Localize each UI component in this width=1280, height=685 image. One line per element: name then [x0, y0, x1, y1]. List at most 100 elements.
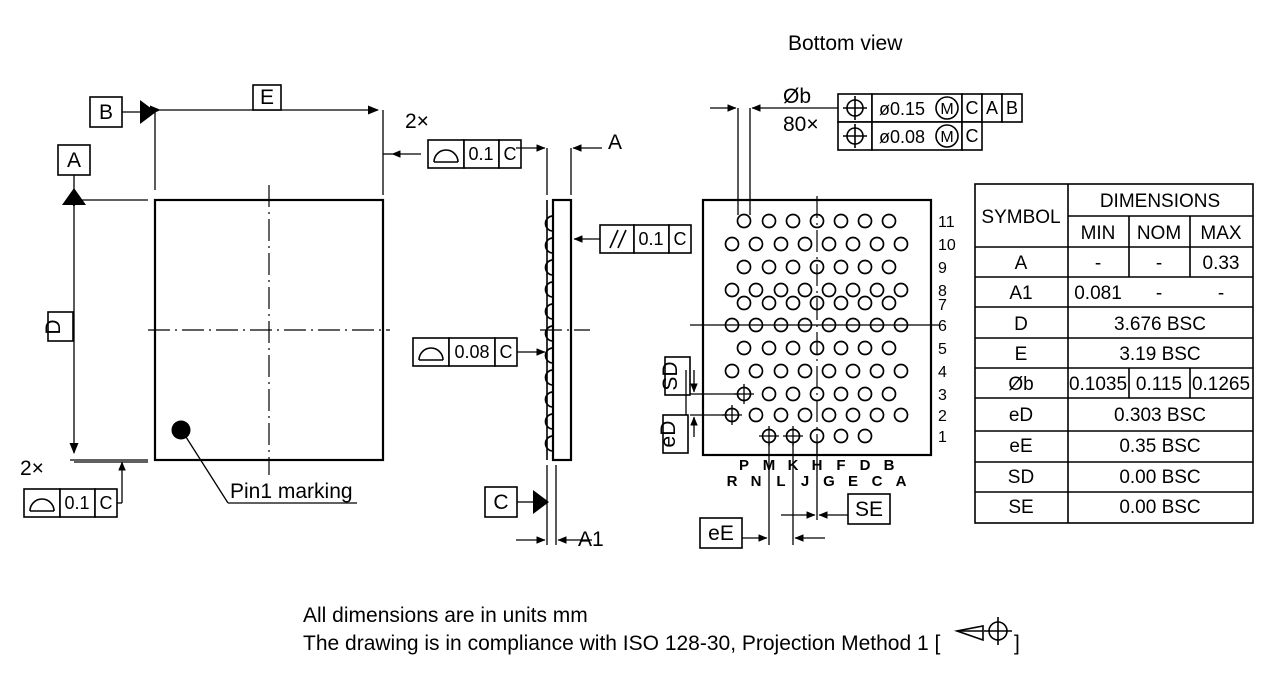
- ball: [797, 317, 813, 333]
- pin1-leader-line: [185, 436, 229, 504]
- ball: [724, 363, 740, 379]
- ball: [773, 407, 789, 423]
- col-label: D: [860, 457, 871, 474]
- profile-surface-icon-2: [29, 498, 55, 512]
- ball: [869, 363, 885, 379]
- mmc-modifier-circle-2: [935, 124, 959, 148]
- ball: [809, 386, 825, 402]
- ball: [761, 213, 777, 229]
- row-label: 3: [938, 387, 947, 404]
- ball: [833, 340, 849, 356]
- side-ball: [544, 413, 554, 430]
- fcf-profile-top-symbol-cell: [427, 139, 465, 169]
- ball-target-r1-b: [783, 426, 803, 446]
- bottom-view-title: Bottom view: [788, 32, 903, 55]
- side-ball: [544, 237, 554, 254]
- projection-cone: [953, 625, 984, 642]
- fcf-profile-bottom-datum: C: [100, 493, 113, 513]
- side-ball: [544, 259, 554, 276]
- side-ball: [544, 281, 554, 298]
- ball: [845, 317, 861, 333]
- ball: [785, 386, 801, 402]
- multiplier-2x-top: 2×: [405, 110, 429, 133]
- table-cell-nom: -: [1156, 253, 1162, 274]
- ball: [736, 259, 752, 275]
- fcf-profile-side-symbol-cell: [412, 337, 450, 367]
- ball: [893, 282, 909, 298]
- side-ball: [544, 369, 554, 386]
- ball: [845, 282, 861, 298]
- fcf-pos1-datum: C: [966, 98, 979, 118]
- table-cell-min: 0.1035: [1069, 374, 1127, 395]
- table-frame: [974, 183, 1254, 524]
- dimensions-table: SYMBOL DIMENSIONS MIN NOM MAX A - - 0.33…: [974, 183, 1254, 524]
- mmc-modifier-circle: [935, 96, 959, 120]
- e-label-box: [252, 84, 282, 111]
- ball: [845, 407, 861, 423]
- fcf-parallel-datum-cell: [668, 224, 692, 254]
- fcf-profile-top-datum: C: [504, 144, 517, 164]
- ball: [773, 282, 789, 298]
- ball: [785, 295, 801, 311]
- table-cell-max: -: [1218, 283, 1224, 304]
- fcf-pos1-datum: A: [986, 98, 998, 118]
- ball: [736, 213, 752, 229]
- ball: [736, 295, 752, 311]
- fcf-profile-side-datum: C: [500, 342, 513, 362]
- table-cell-symbol: Øb: [1008, 374, 1033, 395]
- fcf-profile-side: 0.08 C: [412, 337, 518, 367]
- ball: [748, 317, 764, 333]
- table-cell-symbol: eD: [1009, 405, 1033, 426]
- ball: [881, 259, 897, 275]
- ball: [797, 407, 813, 423]
- fcf-parallel-symbol-cell: [599, 224, 635, 254]
- fcf-pos2-datum: C: [966, 126, 979, 146]
- datum-a-triangle: [62, 188, 86, 205]
- table-cell-symbol: A1: [1009, 283, 1032, 304]
- ball: [809, 340, 825, 356]
- row-number-labels: 11 10 9 8 7 6 5 4 3 2 1: [938, 214, 956, 446]
- table-header-nom: NOM: [1137, 223, 1181, 244]
- ball: [785, 213, 801, 229]
- col-label: G: [823, 473, 835, 490]
- fcf-profile-top: 0.1 C: [427, 139, 522, 169]
- ball: [821, 236, 837, 252]
- col-label: B: [884, 457, 895, 474]
- fcf-parallel-tol-cell: [633, 224, 670, 254]
- col-label: A: [896, 473, 907, 490]
- side-ball: [544, 303, 554, 320]
- fcf-pos1-modifier: M: [940, 101, 953, 118]
- row-label: 4: [938, 364, 947, 381]
- ball: [857, 428, 873, 444]
- ball: [845, 363, 861, 379]
- datum-c-box: [484, 486, 518, 518]
- drawing-notes: All dimensions are in units mm The drawi…: [303, 604, 1020, 655]
- side-ball: [544, 391, 554, 408]
- a1-dimension-label: A1: [578, 528, 604, 551]
- ball: [857, 259, 873, 275]
- ball: [821, 407, 837, 423]
- ball: [833, 259, 849, 275]
- side-ball: [544, 347, 554, 364]
- datum-b-triangle: [140, 100, 156, 124]
- ball: [893, 363, 909, 379]
- table-header-symbol: SYMBOL: [981, 207, 1060, 228]
- row-label: 5: [938, 341, 947, 358]
- ball: [785, 259, 801, 275]
- datum-b-label: B: [99, 101, 113, 124]
- ball: [869, 407, 885, 423]
- row-label: 8: [938, 283, 947, 300]
- table-cell-value: 3.676 BSC: [1114, 314, 1206, 335]
- ball: [761, 386, 777, 402]
- table-cell-symbol: E: [1015, 344, 1028, 365]
- ball: [761, 340, 777, 356]
- ball: [857, 386, 873, 402]
- table-header-dimensions: DIMENSIONS: [1100, 191, 1220, 212]
- parallelism-icon-line2: [617, 229, 627, 249]
- fcf-profile-bottom-symbol-cell: [23, 488, 61, 518]
- sd-label: SD: [659, 361, 682, 390]
- table-cell-symbol: SE: [1008, 497, 1033, 518]
- col-label: C: [872, 473, 883, 490]
- table-cell-value: 0.00 BSC: [1119, 497, 1200, 518]
- row-label: 2: [938, 408, 947, 425]
